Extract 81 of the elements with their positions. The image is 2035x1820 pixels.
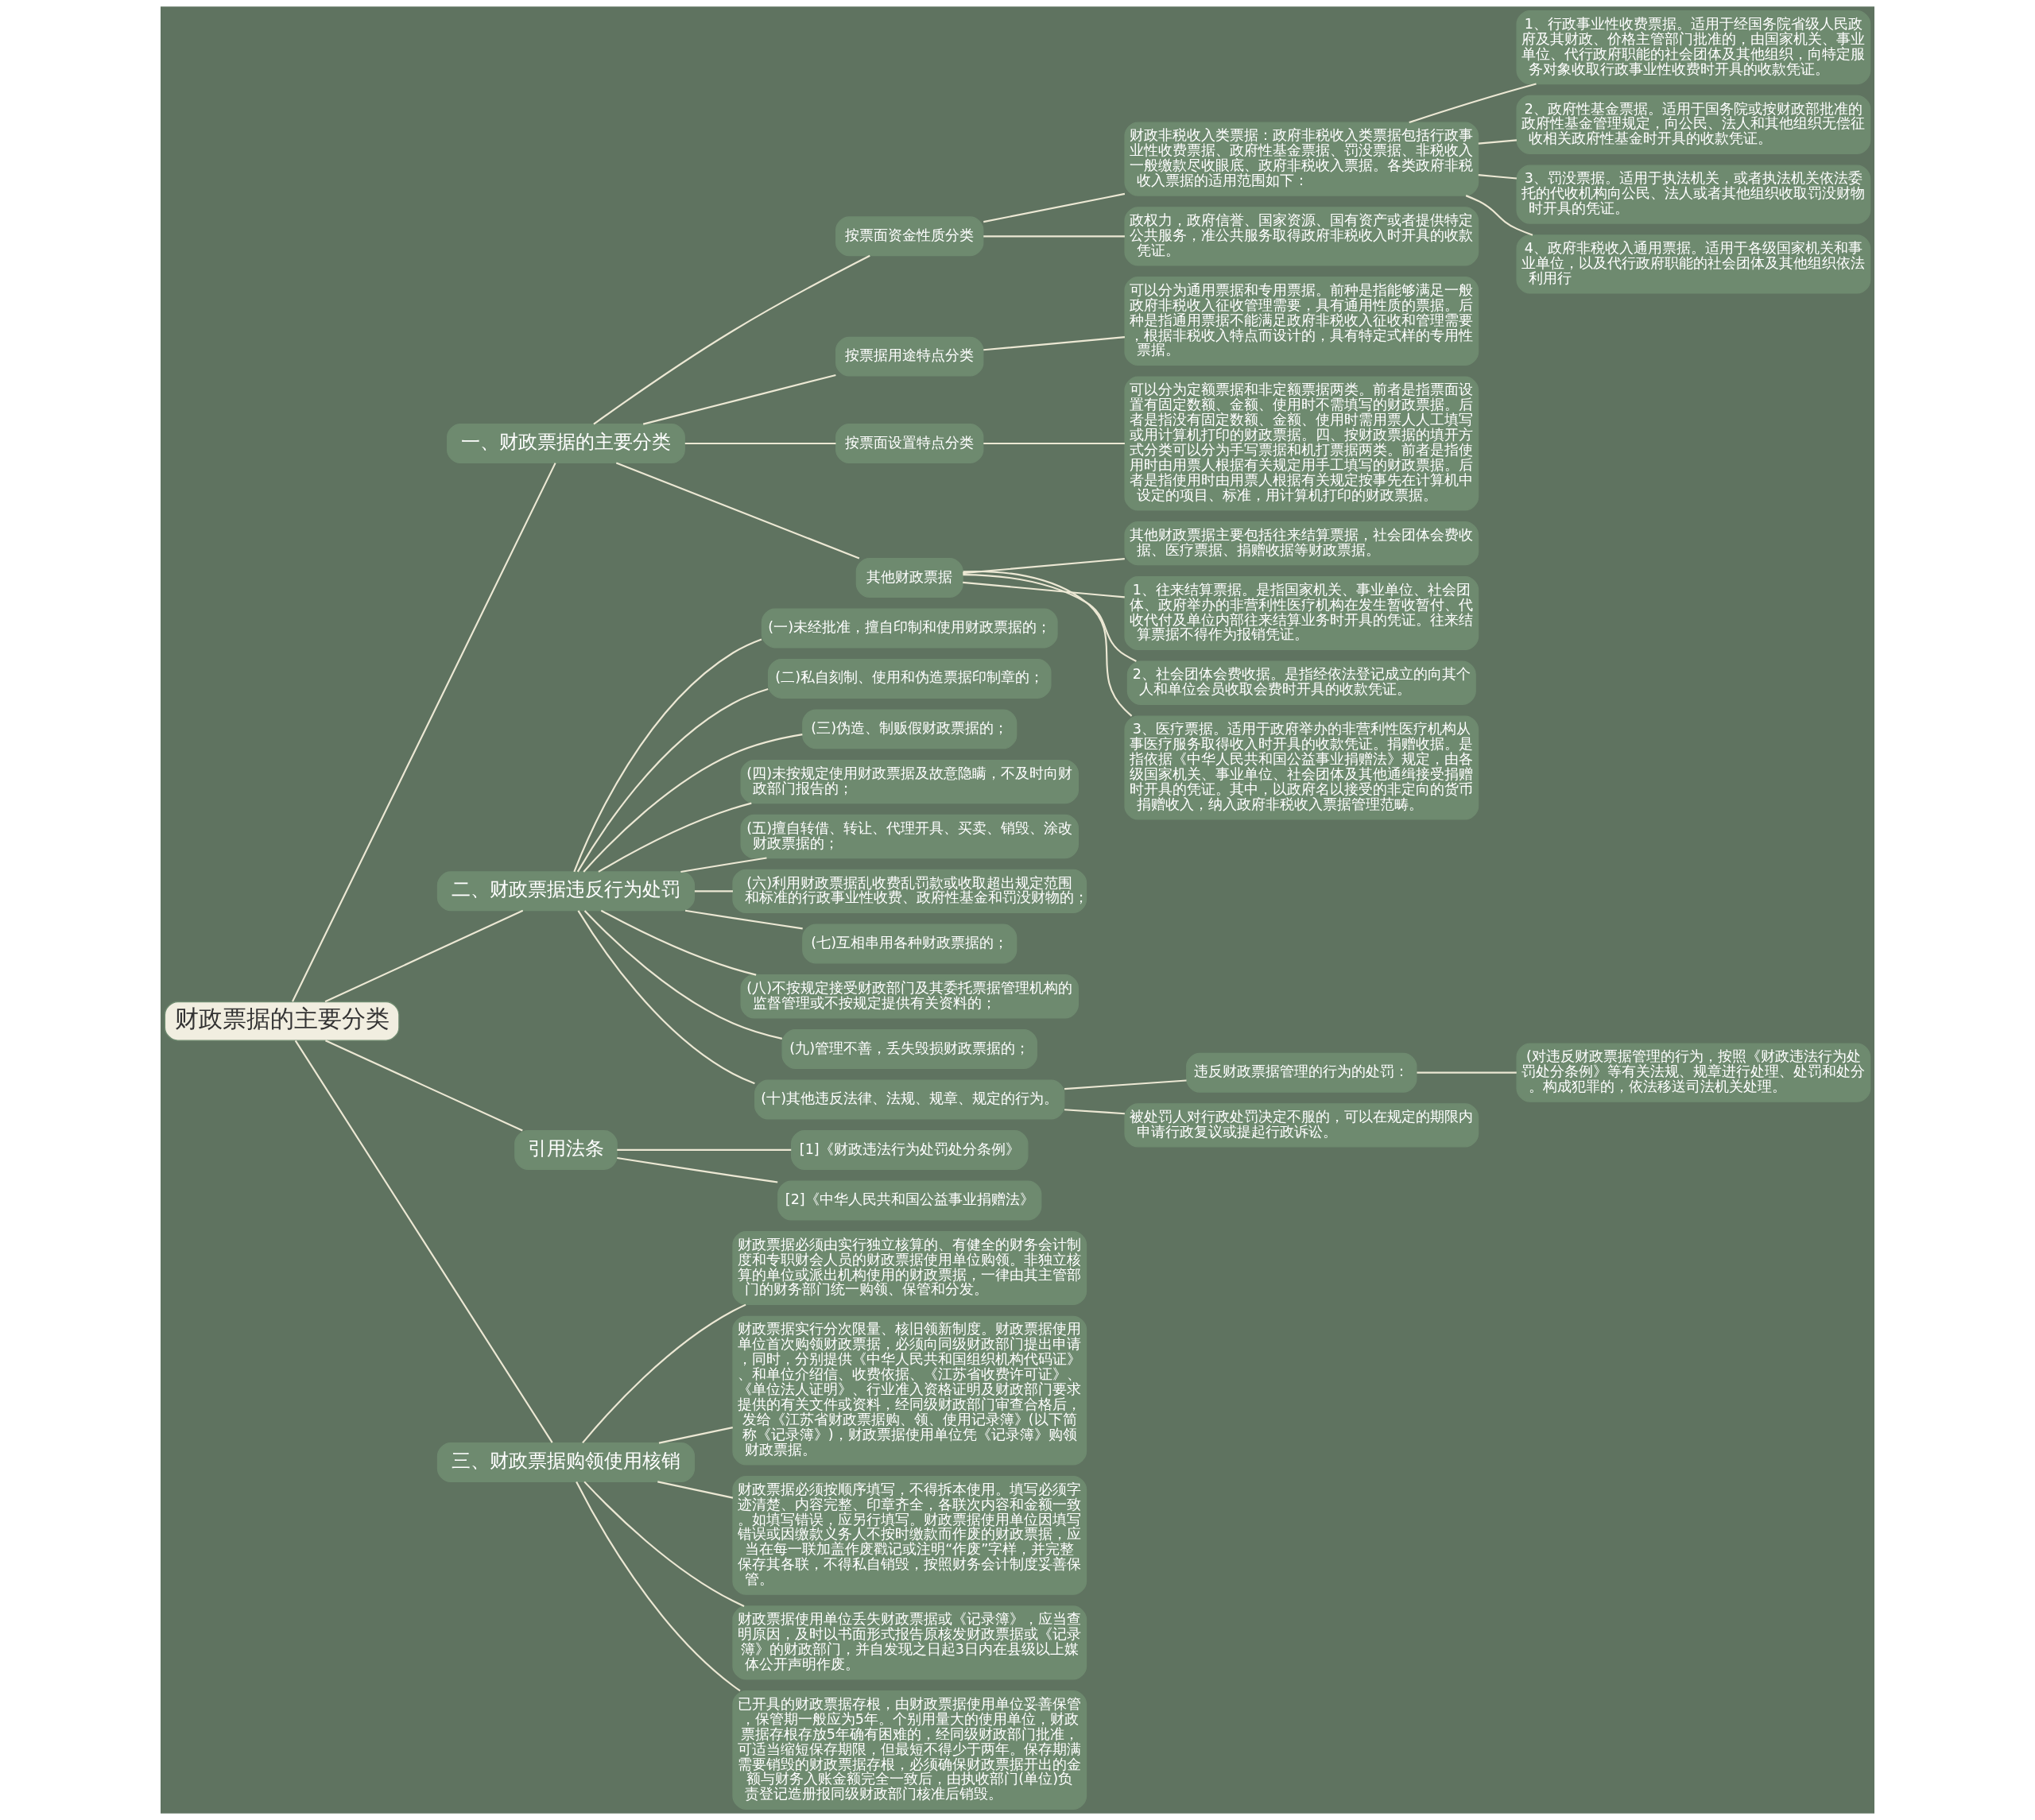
connector (684, 909, 803, 930)
connector (983, 235, 1125, 238)
node-box: 二、财政票据违反行为处罚 (436, 871, 696, 912)
node-box: [1]《财政违法行为处罚处分条例》 (790, 1129, 1029, 1170)
connector (576, 1481, 741, 1692)
connector (583, 1481, 745, 1607)
connector (657, 1481, 734, 1499)
connector (1478, 174, 1518, 180)
node-box: (二)私自刻制、使用和伪造票据印制章的； (767, 658, 1052, 699)
node-box: 3、医疗票据。适用于政府举办的非营利性医疗机构从事医疗服务取得收入时开具的收款凭证。捐赠收据。是指依据《中华人民共和国公益事业捐赠法》规定，由各级国家机关、事业单位、社会团体及其他通缉接受捐赠时开具的凭证。其中，以政府名以接受的非定向的货币捐赠收入，纳入政府非税收入票据管理范畴。 (1124, 715, 1479, 820)
connector (598, 802, 752, 873)
node-box: 4、政府非税收入通用票据。适用于各级国家机关和事业单位，以及代行政府职能的社会团体及其他组织依法利用行 (1516, 234, 1871, 294)
node-box: 已开具的财政票据存根，由财政票据使用单位妥善保管，保管期一般应为5年。个别用量大的使用单位，财政票据存根存放5年确有困难的，经同级财政部门批准，可适当缩短保存期限，但最短不得少于两年。保存期满需要销毁的财政票据存根，必须确保财政票据开出的金额与财务入账金额完全一致后，由执收部门(单位)负责登记造册报同级财政部门核准后销毁。 (732, 1690, 1087, 1810)
connector (593, 254, 870, 425)
connector (325, 1040, 523, 1132)
connector (577, 910, 755, 1085)
connector (292, 463, 556, 1002)
node-box: 财政票据必须由实行独立核算的、有健全的财务会计制度和专职财会人员的财政票据使用单位购领。非独立核算的单位或派出机构使用的财政票据，一律由其主管部门的财务部门统一购领、保管和分发。 (732, 1230, 1087, 1306)
connector (684, 442, 836, 445)
node-box: 违反财政票据管理的行为的处罚： (1186, 1052, 1417, 1093)
node-box: 一、财政票据的主要分类 (447, 424, 685, 464)
node-box: 按票据用途特点分类 (835, 336, 984, 377)
connector (658, 1427, 733, 1444)
connector (600, 909, 757, 976)
connector (583, 734, 803, 873)
node-box: (五)擅自转借、转让、代理开具、买卖、销毁、涂改财政票据的； (740, 814, 1079, 859)
node-box: (十)其他违反法律、法规、规章、规定的行为。 (754, 1079, 1065, 1120)
node-box: 1、往来结算票据。是指国家机关、事业单位、社会团体、政府举办的非营利性医疗机构在发生暂收暂付、代收代付及单位内部往来结算业务时开具的凭证。往来结算票据不得作为报销凭证。 (1124, 575, 1479, 651)
node-box: 政权力，政府信誉、国家资源、国有资产或者提供特定公共服务，准公共服务取得政府非税收入时开具的收款凭证。 (1124, 207, 1479, 266)
connector (324, 909, 524, 1003)
connector (1417, 1071, 1517, 1074)
node-box: 其他财政票据主要包括往来结算票据，社会团体会费收据、医疗票据、捐赠收据等财政票据。 (1124, 521, 1479, 566)
node-box: 可以分为定额票据和非定额票据两类。前者是指票面设置有固定数额、金额、使用时不需填写的财政票据。后者是指没有固定数额、金额、使用时需用票人人工填写或用计算机打印的财政票据。四、按财政票据的填开方式分类可以分为手写票据和机打票据两类。前者是指使用时由用票人根据有关规定用手工填写的财政票据。后者是指使用时由用票人根据有关规定按事先在计算机中设定的项目、标准，用计算机打印的财政票据。 (1124, 376, 1479, 511)
connector (1064, 1079, 1187, 1090)
connector (583, 910, 783, 1040)
connector (694, 890, 733, 893)
node-box: 财政票据使用单位丢失财政票据或《记录簿》，应当查明原因，及时以书面形式报告原核发财政票据或《记录簿》的财政部门，并自发现之日起3日内在县级以上媒体公开声明作废。 (732, 1605, 1087, 1680)
connector (963, 581, 1125, 598)
node-box: 引用法条 (514, 1129, 618, 1170)
connector (642, 374, 836, 425)
connector (680, 857, 767, 873)
connector (983, 442, 1125, 445)
connector (617, 1156, 778, 1183)
connector (1478, 139, 1518, 145)
connector (617, 1148, 792, 1151)
node-box: 被处罚人对行政处罚决定不服的，可以在规定的期限内申请行政复议或提起行政诉讼。 (1124, 1103, 1479, 1148)
node-box: 三、财政票据购领使用核销 (436, 1442, 696, 1482)
node-box: 2、政府性基金票据。适用于国务院或按财政部批准的政府性基金管理规定，向公民、法人和其他组织无偿征收相关政府性基金时开具的收款凭证。 (1516, 95, 1871, 154)
node-box: (七)互相串用各种财政票据的； (802, 924, 1018, 964)
node-box: 3、罚没票据。适用于执法机关，或者执法机关依法委托的代收机构向公民、法人或者其他组织收取罚没财物时开具的凭证。 (1516, 165, 1871, 224)
node-box: 2、社会团体会费收据。是指经依法登记成立的向其个人和单位会员收取会费时开具的收款凭证。 (1126, 660, 1476, 705)
node-box: (八)不按规定接受财政部门及其委托票据管理机构的监督管理或不按规定提供有关资料的； (740, 974, 1079, 1019)
connector (1064, 1109, 1125, 1115)
node-box: (四)未按规定使用财政票据及故意隐瞒，不及时向财政部门报告的； (740, 759, 1079, 804)
connector (983, 192, 1126, 223)
connector (615, 462, 860, 560)
connector (1465, 195, 1533, 236)
connector (573, 638, 762, 873)
connector (963, 570, 1133, 717)
connector (582, 1303, 746, 1444)
node-box: (三)伪造、制贩假财政票据的； (802, 709, 1018, 749)
node-box: (对违反财政票据管理的行为，按照《财政违法行为处罚处分条例》等有关法规、规章进行处理、处罚和处分。构成犯罪的，依法移送司法机关处理。 (1516, 1043, 1871, 1102)
node-box: 财政票据必须按顺序填写，不得拆本使用。填写必须字迹清楚、内容完整、印章齐全，各联次内容和金额一致。如填写错误，应另行填写。财政票据使用单位因填写错误或因缴款义务人不按时缴款而作废的财政票据，应当在每一联加盖作废戳记或注明“作废”字样，并完整保存其各联，不得私自销毁，按照财务会计制度妥善保管。 (732, 1475, 1087, 1595)
node-box: 财政票据的主要分类 (164, 1001, 400, 1041)
node-box: (一)未经批准，擅自印制和使用财政票据的； (761, 608, 1058, 649)
connector (963, 558, 1125, 575)
connector (576, 688, 769, 873)
node-box: 按票面资金性质分类 (835, 216, 984, 257)
connector (983, 336, 1126, 351)
connector (1409, 83, 1537, 124)
node-box: 可以分为通用票据和专用票据。前种是指能够满足一般政府非税收入征收管理需要，具有通用性质的票据。后种是指通用票据不能满足政府非税收入征收和管理需要，根据非税收入特点而设计的，具有特定式样的专用性票据。 (1124, 277, 1479, 366)
node-box: [2]《中华人民共和国公益事业捐赠法》 (777, 1180, 1042, 1221)
node-box: 1、行政事业性收费票据。适用于经国务院省级人民政府及其财政、价格主管部门批准的，由国家机关、事业单位、代行政府职能的社会团体及其他组织，向特定服务对象收取行政事业性收费时开具的收款凭证。 (1516, 10, 1871, 85)
node-box: (六)利用财政票据乱收费乱罚款或收取超出规定范围和标准的行政事业性收费、政府性基金和罚没财物的； (732, 869, 1087, 914)
node-box: 其他财政票据 (855, 557, 963, 598)
node-box: (九)管理不善，丢失毁损财政票据的； (781, 1028, 1037, 1069)
connector (963, 574, 1137, 663)
node-box: 财政票据实行分次限量、核旧领新制度。财政票据使用单位首次购领财政票据，必须向同级财政部门提出申请，同时，分别提供《中华人民共和国组织机构代码证》、和单位介绍信、收费依据、《江苏省收费许可证》、《单位法人证明》、行业准入资格证明及财政部门要求提供的有关文件或资料，经同级财政部门审查合格后，发给《江苏省财政票据购、领、使用记录簿》(以下简称《记录簿》)，财政票据使用单位凭《记录簿》购领财政票据。 (732, 1315, 1087, 1466)
node-box: 财政非税收入类票据：政府非税收入类票据包括行政事业性收费票据、政府性基金票据、罚没票据、非税收入一般缴款尽收眼底、政府非税收入票据。各类政府非税收入票据的适用范围如下： (1124, 122, 1479, 196)
node-box: 按票面设置特点分类 (835, 424, 984, 464)
connector (294, 1040, 553, 1443)
